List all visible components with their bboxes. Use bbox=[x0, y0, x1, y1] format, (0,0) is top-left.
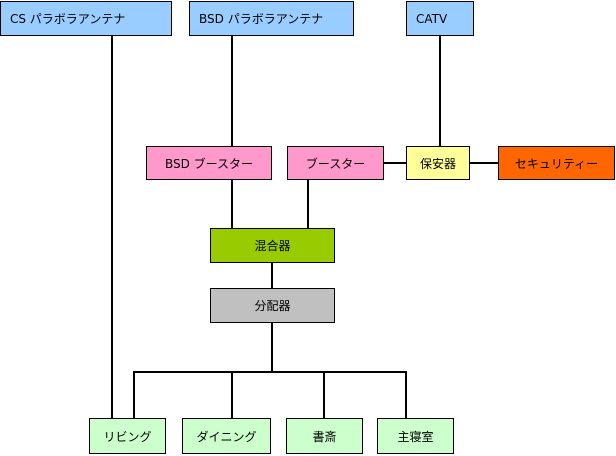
booster-label: ブースター bbox=[305, 156, 366, 171]
bsd-booster-node: BSD ブースター bbox=[146, 146, 272, 180]
security-label: セキュリティー bbox=[514, 156, 599, 171]
mixer-node: 混合器 bbox=[210, 228, 335, 263]
protector-node: 保安器 bbox=[406, 146, 470, 180]
study-node: 書斎 bbox=[286, 418, 363, 454]
mixer-label: 混合器 bbox=[254, 239, 291, 253]
living-room-label: リビング bbox=[103, 429, 152, 444]
master-bedroom-label: 主寝室 bbox=[397, 429, 434, 444]
bsd-antenna-node: BSD パラボラアンテナ bbox=[189, 1, 354, 36]
security-node: セキュリティー bbox=[498, 146, 615, 180]
booster-node: ブースター bbox=[287, 146, 384, 180]
cs-antenna-node: CS パラボラアンテナ bbox=[0, 1, 172, 36]
cs-antenna-label: CS パラボラアンテナ bbox=[10, 12, 126, 26]
distributor-label: 分配器 bbox=[254, 299, 291, 313]
master-bedroom-node: 主寝室 bbox=[377, 418, 454, 454]
living-room-node: リビング bbox=[89, 418, 166, 454]
bsd-antenna-label: BSD パラボラアンテナ bbox=[199, 12, 324, 26]
study-label: 書斎 bbox=[312, 429, 337, 444]
distributor-node: 分配器 bbox=[210, 288, 335, 323]
dining-room-node: ダイニング bbox=[182, 418, 271, 454]
dining-room-label: ダイニング bbox=[196, 429, 257, 444]
bsd-booster-label: BSD ブースター bbox=[164, 156, 254, 171]
catv-node: CATV bbox=[406, 1, 474, 36]
protector-label: 保安器 bbox=[419, 156, 456, 171]
catv-label: CATV bbox=[416, 11, 448, 26]
